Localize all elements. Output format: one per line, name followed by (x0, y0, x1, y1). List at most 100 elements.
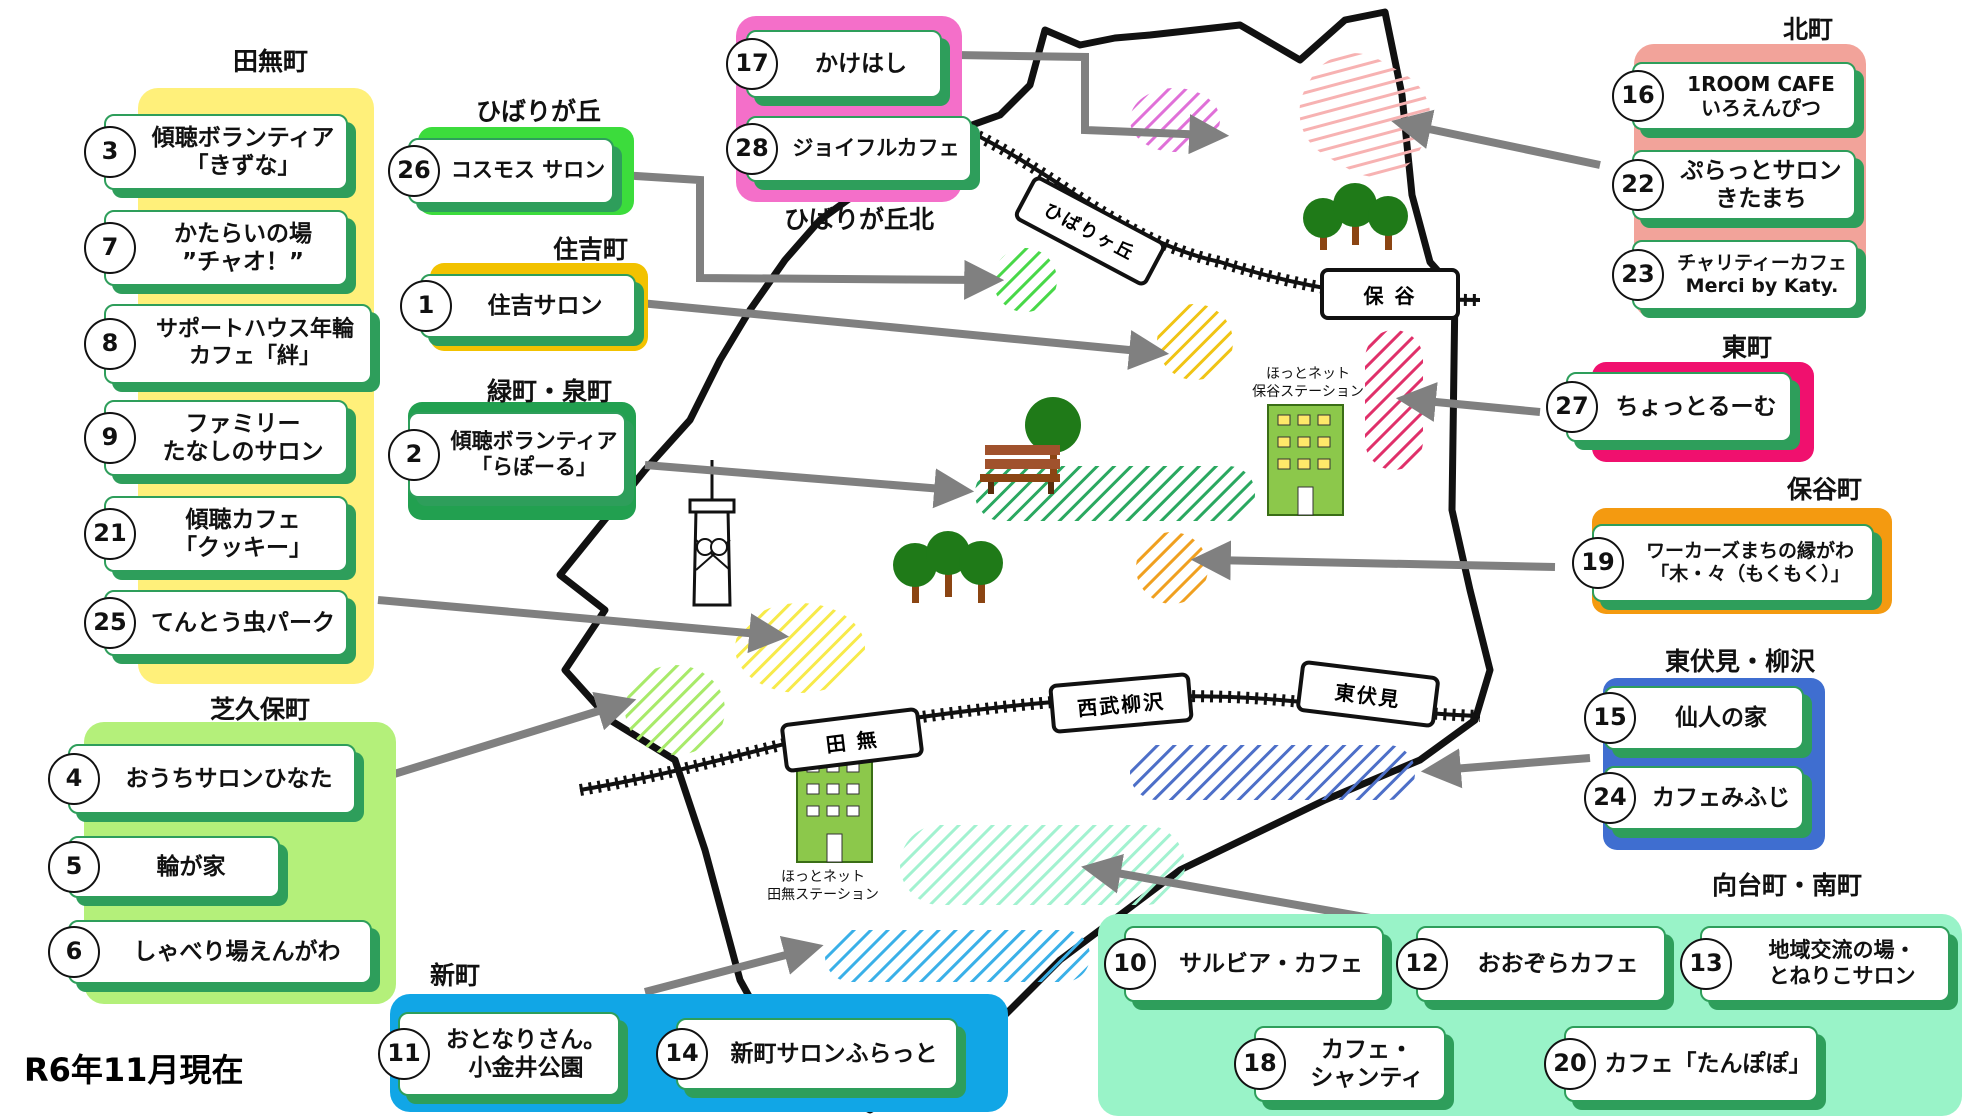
salon-card-15[interactable]: 15 仙人の家 (1584, 686, 1804, 750)
salon-number-badge: 21 (84, 508, 136, 560)
salon-card-20[interactable]: 20 カフェ「たんぽぽ」 (1544, 1026, 1818, 1102)
trees-north (1303, 183, 1408, 250)
region-label-hibarigaoka-kita: ひばりが丘北 (784, 205, 935, 234)
salon-card-21[interactable]: 21 傾聴カフェ 「クッキー」 (84, 496, 348, 572)
salon-number-badge: 8 (84, 318, 136, 370)
salon-card-1[interactable]: 1 住吉サロン (400, 274, 636, 338)
salon-name: カフェみふじ (1652, 784, 1790, 811)
salon-number-badge: 11 (378, 1028, 430, 1080)
salon-card-16[interactable]: 16 1ROOM CAFE いろえんぴつ (1612, 62, 1856, 130)
hotnet-tanashi-label: ほっとネット 田無ステーション (767, 869, 879, 904)
area-hibarigaoka-kita (1130, 88, 1220, 152)
salon-name: コスモス サロン (450, 158, 606, 183)
salon-name: てんとう虫パーク (151, 609, 335, 636)
arrow-2 (644, 461, 975, 509)
area-shinmachi (825, 930, 1090, 982)
salon-number-badge: 1 (400, 280, 452, 332)
salon-number-badge: 10 (1104, 938, 1156, 990)
salon-name: カフェ「たんぽぽ」 (1604, 1050, 1812, 1077)
salon-card-14[interactable]: 14 新町サロンふらっと (656, 1018, 958, 1090)
arrow-26 (619, 171, 1005, 300)
salon-name: おおぞらカフェ (1477, 950, 1639, 977)
hotnet-hoya-label: ほっとネット 保谷ステーション (1252, 366, 1364, 401)
salon-name: しゃべり場えんがわ (133, 938, 341, 965)
salon-card-4[interactable]: 4 おうちサロンひなた (48, 744, 356, 814)
arrow-10 (1081, 853, 1371, 922)
area-higashifushimi-yagisawa (1130, 745, 1415, 800)
area-shibakubo (625, 665, 725, 755)
salon-number-badge: 25 (84, 597, 136, 649)
salon-card-23[interactable]: 23 チャリティーカフェ Merci by Katy. (1612, 240, 1858, 310)
salon-name: かけはし (815, 50, 907, 77)
salon-card-22[interactable]: 22 ぷらっとサロン きたまち (1612, 150, 1856, 220)
salon-card-27[interactable]: 27 ちょっとるーむ (1546, 372, 1792, 442)
salon-number-badge: 9 (84, 412, 136, 464)
salon-name: サポートハウス年輪 カフェ「絆」 (155, 317, 354, 369)
salon-name: カフェ・ シャンティ (1310, 1036, 1424, 1091)
area-tanashi-cho (735, 603, 865, 693)
building-icon-hoya (1267, 404, 1344, 516)
region-label-higashifushimi-yagisawa: 東伏見・柳沢 (1665, 647, 1816, 676)
salon-card-26[interactable]: 26 コスモス サロン (388, 138, 614, 204)
region-label-hibarigaoka: ひばりが丘 (476, 97, 602, 126)
salon-name: おうちサロンひなた (125, 765, 333, 792)
salon-name: おとなりさん。 小金井公園 (445, 1026, 607, 1081)
park-bench-icon (980, 397, 1081, 494)
salon-card-3[interactable]: 3 傾聴ボランティア 「きずな」 (84, 114, 348, 190)
salon-number-badge: 6 (48, 926, 100, 978)
salon-number-badge: 27 (1546, 381, 1598, 433)
salon-number-badge: 18 (1234, 1038, 1286, 1090)
region-label-higashimachi: 東町 (1722, 333, 1773, 362)
salon-number-badge: 16 (1612, 70, 1664, 122)
region-label-hoyacho: 保谷町 (1787, 475, 1863, 504)
trees-center (893, 531, 1003, 603)
salon-name: 地域交流の場・ とねりこサロン (1768, 938, 1916, 988)
station-hoya: 保 谷 (1320, 268, 1460, 320)
salon-number-badge: 24 (1584, 772, 1636, 824)
salon-number-badge: 26 (388, 145, 440, 197)
salon-card-18[interactable]: 18 カフェ・ シャンティ (1234, 1026, 1446, 1102)
salon-number-badge: 28 (726, 123, 778, 175)
salon-card-10[interactable]: 10 サルビア・カフェ (1104, 926, 1384, 1002)
salon-card-8[interactable]: 8 サポートハウス年輪 カフェ「絆」 (84, 304, 372, 384)
salon-name: かたらいの場 ”チャオ！” (174, 220, 312, 275)
region-label-mukodai-minami: 向台町・南町 (1712, 871, 1863, 900)
salon-card-11[interactable]: 11 おとなりさん。 小金井公園 (378, 1012, 620, 1096)
city-boundary (556, 8, 1494, 1114)
salon-card-28[interactable]: 28 ジョイフルカフェ (726, 116, 972, 182)
arrow-4 (363, 692, 637, 787)
salon-name: ワーカーズまちの縁がわ 「木・々（もくもく）」 (1645, 539, 1855, 585)
salon-card-12[interactable]: 12 おおぞらカフェ (1396, 926, 1666, 1002)
salon-card-13[interactable]: 13 地域交流の場・ とねりこサロン (1680, 926, 1950, 1002)
pointer-arrows (363, 51, 1601, 996)
salon-card-25[interactable]: 25 てんとう虫パーク (84, 590, 348, 656)
salon-card-9[interactable]: 9 ファミリー たなしのサロン (84, 400, 348, 476)
salon-number-badge: 15 (1584, 692, 1636, 744)
salon-name: ぷらっとサロン きたまち (1680, 157, 1842, 212)
region-label-tanashi-cho: 田無町 (233, 47, 309, 76)
salon-card-6[interactable]: 6 しゃべり場えんがわ (48, 920, 372, 984)
arrow-17 (954, 51, 1230, 155)
salon-card-2[interactable]: 2 傾聴ボランティア 「らぽーる」 (388, 412, 626, 498)
salon-card-24[interactable]: 24 カフェみふじ (1584, 766, 1804, 830)
salon-name: 傾聴ボランティア 「らぽーる」 (450, 429, 618, 479)
salon-card-17[interactable]: 17 かけはし (726, 30, 942, 98)
salon-number-badge: 14 (656, 1028, 708, 1080)
salon-card-7[interactable]: 7 かたらいの場 ”チャオ！” (84, 210, 348, 286)
region-label-kitamachi: 北町 (1783, 15, 1834, 44)
area-higashimachi (1365, 330, 1423, 470)
salon-number-badge: 7 (84, 222, 136, 274)
salon-name: 輪が家 (156, 853, 226, 880)
area-mukodai-minami (900, 825, 1185, 905)
arrow-27 (1395, 382, 1541, 422)
region-label-sumiyoshi: 住吉町 (553, 235, 629, 264)
salon-card-19[interactable]: 19 ワーカーズまちの縁がわ 「木・々（もくもく）」 (1572, 524, 1874, 602)
salon-card-5[interactable]: 5 輪が家 (48, 836, 280, 898)
salon-number-badge: 13 (1680, 938, 1732, 990)
salon-number-badge: 17 (726, 38, 778, 90)
region-label-midori-izumi: 緑町・泉町 (487, 377, 613, 406)
arrow-19 (1190, 540, 1556, 581)
salon-number-badge: 22 (1612, 159, 1664, 211)
salon-name: 住吉サロン (487, 292, 603, 319)
